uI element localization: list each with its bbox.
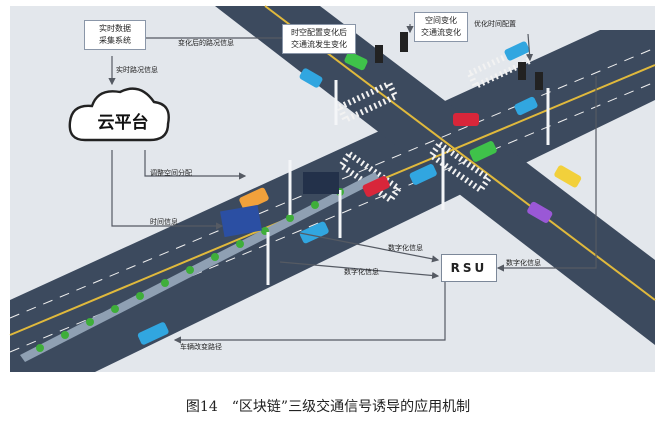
cloud-shape [68,87,170,142]
digital-info-label-3: 数字化信息 [506,259,541,267]
arrow-to-rsu-right [496,76,597,272]
tree [161,279,169,287]
traffic-display-board [303,172,339,194]
digital-info-label-1: 数字化信息 [388,244,423,252]
optimize-time-label: 优化时间配置 [474,20,516,28]
tree [61,331,69,339]
flow-arrows [108,24,597,344]
time-info-label: 时间信息 [150,218,178,226]
car [554,165,582,188]
tree [311,201,319,209]
tree [136,292,144,300]
car [344,51,368,71]
car [299,221,329,244]
car [409,164,437,185]
arrow-cloud-to-time [111,150,224,230]
car [527,201,553,223]
arrow-digital-1 [299,232,440,263]
traffic-light [400,32,408,52]
traffic-scene [9,5,656,372]
config-change-box: 时空配置变化后 交通流发生变化 [282,24,356,54]
schedule-space-label: 调整空间分配 [150,169,192,177]
car [239,187,269,211]
tree [186,266,194,274]
cloud-platform-label: 云平台 [97,113,149,133]
tree [111,305,119,313]
car [453,113,479,126]
traffic-light [375,45,383,63]
crosswalk [337,149,403,205]
figure-caption: 图14 “区块链”三级交通信号诱导的应用机制 [0,396,670,416]
arrow-rsu-to-vehicle [173,282,446,344]
tree [211,253,219,261]
realtime-road-label: 实时路况信息 [116,66,158,74]
arrow-optimize [525,33,534,62]
changed-route-label: 变化后的路况信息 [178,39,234,47]
tree [286,214,294,222]
car [514,96,538,116]
figure-title: “区块链”三级交通信号诱导的应用机制 [231,399,471,415]
car [504,41,530,61]
traffic-light [518,62,526,80]
tree [36,344,44,352]
car [469,141,497,162]
tree [86,318,94,326]
poles [266,80,550,285]
car [362,176,390,197]
digital-info-label-2: 数字化信息 [344,268,379,276]
car [299,68,323,88]
crosswalk [335,79,400,124]
figure-number: 图14 [185,399,218,415]
center-line [264,5,656,301]
car [137,322,169,345]
guide-sign [220,204,262,238]
arrow-digital-2 [279,261,440,280]
realtime-collection-box: 实时数据 采集系统 [84,20,146,50]
tree [236,240,244,248]
space-change-box: 空间变化 交通流变化 [414,12,468,42]
rsu-box: RSU [441,254,497,282]
crosswalk [427,139,493,195]
traffic-light [535,72,543,90]
vehicle-route-label: 车辆改变路径 [180,343,222,351]
vehicles [137,41,582,345]
arrow-cloud-to-space [144,150,247,180]
